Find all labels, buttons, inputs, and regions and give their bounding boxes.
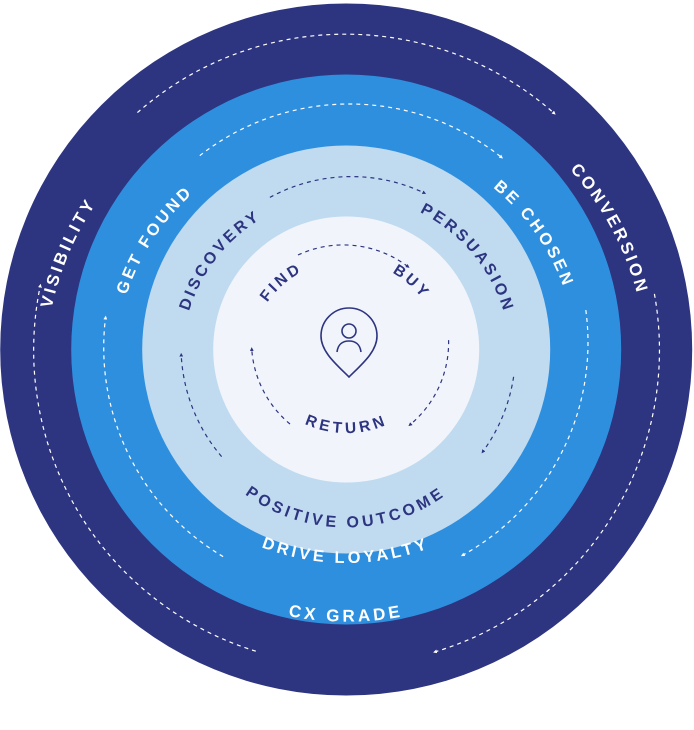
second-arrow-right [460, 310, 589, 557]
third-arrow-top [269, 175, 427, 198]
core-arrow-top [297, 244, 410, 268]
core-arrow-left [249, 347, 291, 425]
core-circle [213, 216, 480, 483]
location-pin-person-icon [320, 307, 378, 378]
third-arrow-left [179, 352, 223, 457]
outer-arrow-left [33, 283, 256, 652]
second-arrow-left [103, 315, 224, 558]
outer-arrow-right [433, 293, 661, 654]
outer-arrow-top [137, 33, 556, 115]
third-arrow-right [481, 376, 515, 454]
second-arrow-top [199, 103, 503, 159]
core-arrow-right [408, 340, 450, 427]
